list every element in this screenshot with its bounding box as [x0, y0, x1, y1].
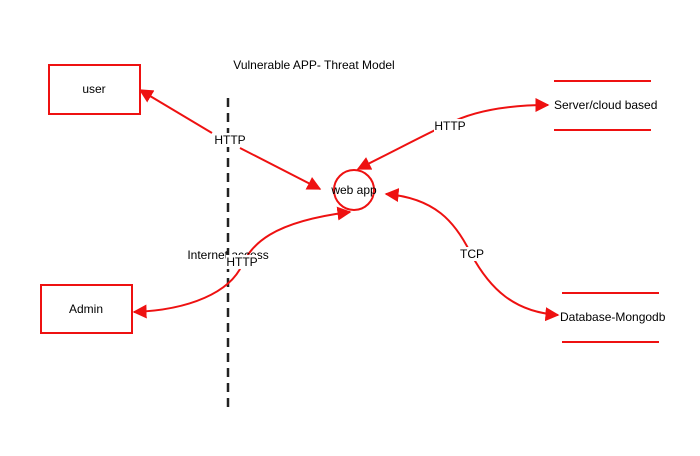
- edge-label-web-app-server: HTTP: [434, 119, 465, 133]
- edge-web-app-server: [356, 98, 550, 170]
- server-node-label: Server/cloud based: [554, 98, 657, 112]
- web-app-node-label: web app: [330, 183, 377, 197]
- edge-label-bg: [459, 247, 485, 261]
- user-node: [48, 64, 141, 115]
- edge-label-bg: [214, 133, 246, 147]
- edge-label-user-web-app: HTTP: [214, 133, 245, 147]
- edge-user-web-app-lower: [239, 147, 322, 190]
- edge-label-bg: [434, 119, 466, 133]
- edge-label-bg: [226, 255, 258, 269]
- edge-label-web-app-database: TCP: [460, 247, 484, 261]
- admin-node-label: Admin: [69, 302, 103, 316]
- diagram-title: Vulnerable APP- Threat Model: [233, 58, 394, 72]
- user-node-label: user: [82, 82, 105, 96]
- edge-user-web-app-upper: [138, 89, 213, 134]
- web-app-node: [333, 169, 375, 211]
- edge-label-admin-web-app: HTTP: [226, 255, 257, 269]
- database-node-label: Database-Mongodb: [560, 310, 666, 324]
- admin-node: [40, 284, 133, 334]
